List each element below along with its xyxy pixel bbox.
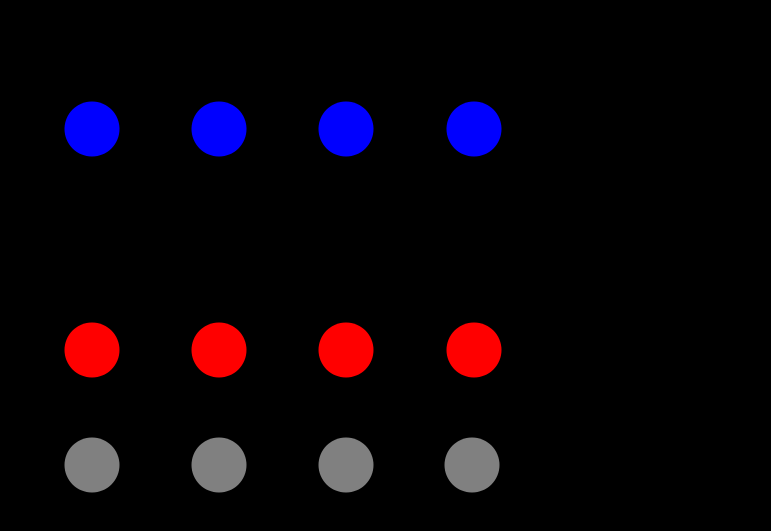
node-blue-2	[191, 101, 247, 157]
node-gray-1	[64, 437, 120, 493]
node-gray-4	[444, 437, 500, 493]
node-red-4	[446, 322, 502, 378]
node-red-1	[64, 322, 120, 378]
node-gray-3	[318, 437, 374, 493]
node-red-2	[191, 322, 247, 378]
node-blue-1	[64, 101, 120, 157]
node-red-3	[318, 322, 374, 378]
node-gray-2	[191, 437, 247, 493]
node-blue-3	[318, 101, 374, 157]
node-blue-4	[446, 101, 502, 157]
